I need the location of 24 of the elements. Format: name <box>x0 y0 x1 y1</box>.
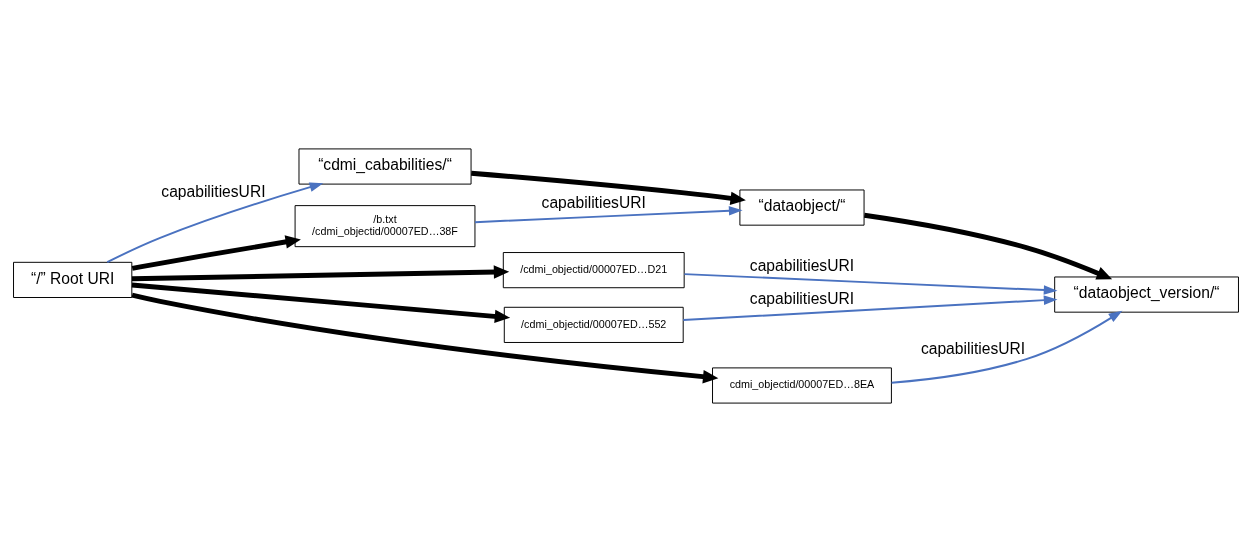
arrow <box>131 282 511 323</box>
arrow <box>106 182 324 263</box>
node-box: “/” Root URI <box>13 261 133 298</box>
node-box: “dataobject/“ <box>739 189 865 226</box>
arrow <box>890 310 1123 384</box>
node-box: /cdmi_objectid/00007ED…552 <box>503 306 684 343</box>
node-box: “dataobject_version/“ <box>1054 276 1239 313</box>
arrow <box>131 292 719 383</box>
edge-label: capabilitiesURI <box>161 182 266 200</box>
node-box: “cdmi_cababilities/“ <box>298 147 472 185</box>
node-box: /b.txt /cdmi_objectid/00007ED…38F <box>294 204 476 247</box>
arrow <box>864 212 1113 280</box>
arrow <box>682 294 1058 321</box>
edge-label: capabilitiesURI <box>920 339 1026 357</box>
arrow <box>131 234 301 271</box>
node-box: /cdmi_objectid/00007ED…D21 <box>502 251 685 288</box>
edge-label: capabilitiesURI <box>749 289 855 307</box>
arrow <box>683 272 1058 295</box>
arrow <box>131 264 510 281</box>
edge-label: capabilitiesURI <box>541 193 646 211</box>
arrow <box>474 205 743 223</box>
arrow <box>471 170 746 205</box>
edge-label: capabilitiesURI <box>749 256 855 274</box>
node-box: cdmi_objectid/00007ED…8EA <box>712 366 892 404</box>
